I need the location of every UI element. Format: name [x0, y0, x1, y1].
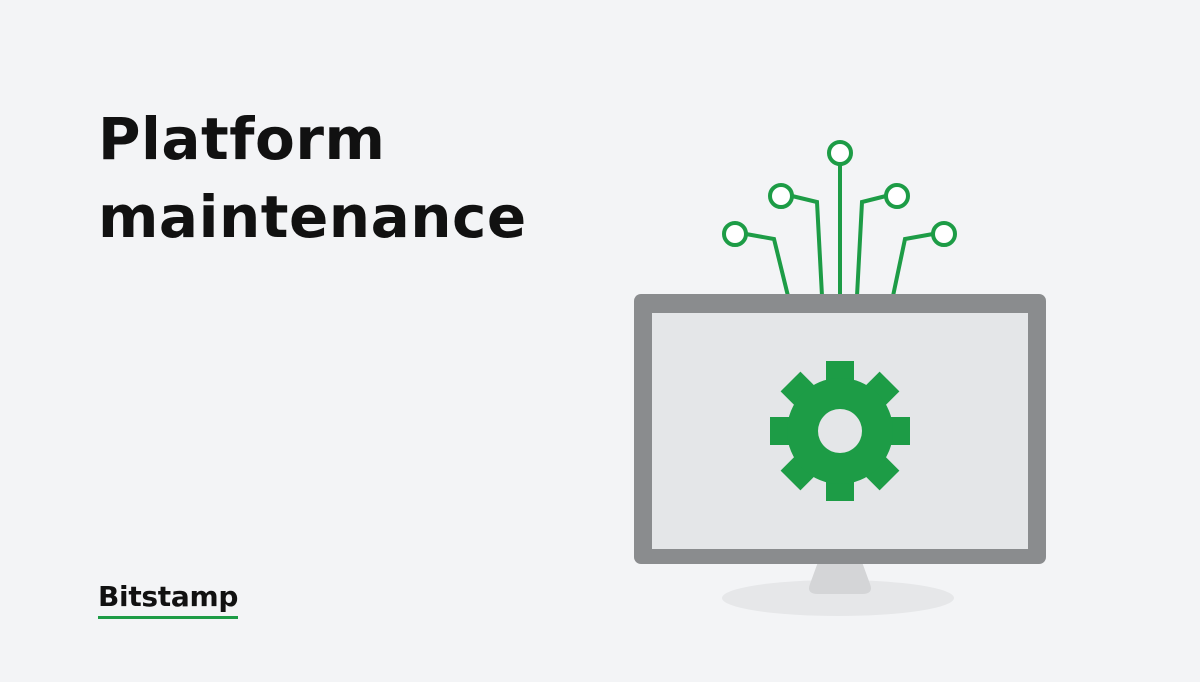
brand-name: Bitstamp: [98, 580, 239, 613]
circuit-line-1: [744, 232, 790, 298]
page-title-line-1: Platform: [98, 105, 386, 173]
circuit-line-5: [891, 232, 935, 298]
circuit-lines-icon: [722, 140, 957, 298]
maintenance-illustration: [634, 140, 1046, 616]
page-title-line-2: maintenance: [98, 183, 527, 251]
monitor-stand: [809, 562, 871, 594]
circuit-node-3: [827, 140, 853, 166]
circuit-node-1: [722, 221, 748, 247]
circuit-line-2: [790, 194, 824, 298]
circuit-node-5: [931, 221, 957, 247]
gear-icon: [770, 361, 910, 501]
brand-underline: [98, 616, 239, 619]
circuit-node-2: [768, 183, 794, 209]
bitstamp-logo: Bitstamp: [98, 580, 238, 619]
page-title: Platform maintenance: [98, 100, 527, 256]
circuit-node-4: [884, 183, 910, 209]
circuit-line-4: [855, 194, 888, 298]
monitor-shadow: [722, 580, 954, 616]
